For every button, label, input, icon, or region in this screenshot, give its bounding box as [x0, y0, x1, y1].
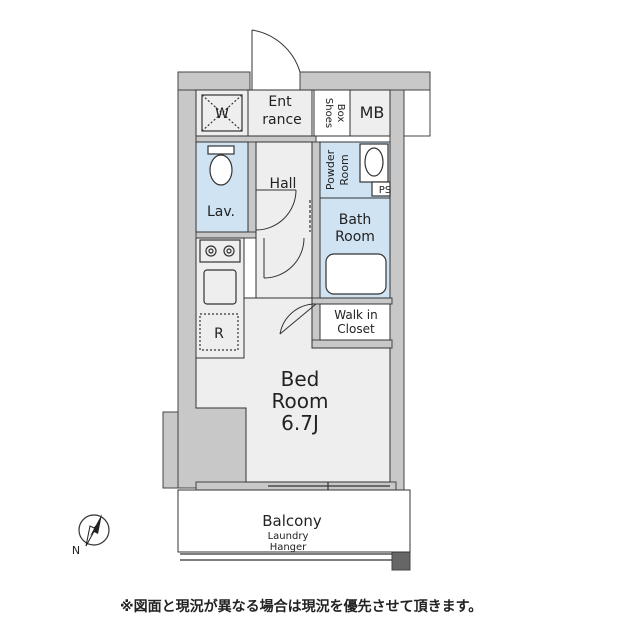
bath-label-2: Room	[335, 229, 375, 245]
mb-label: MB	[360, 103, 385, 122]
laundry-label-1: Laundry	[268, 531, 309, 542]
burner-right	[223, 245, 235, 257]
powder-sink	[364, 147, 384, 177]
compass-icon	[78, 514, 110, 546]
toilet-tank	[207, 145, 235, 155]
powder-label-1: Powder	[324, 149, 337, 190]
walkin-label-2: Closet	[337, 322, 375, 336]
fridge-label: R	[214, 326, 224, 342]
doors	[251, 29, 321, 335]
compass: N	[72, 514, 110, 557]
entrance-label-1: Ent	[268, 94, 292, 110]
disclaimer-note: ※図面と現況が異なる場合は現況を優先させて頂きます。	[120, 599, 483, 615]
room-labels: W Ent rance Shoes Box MB Hall Lav. Powde…	[207, 94, 391, 553]
hall-label: Hall	[270, 176, 297, 192]
walls	[162, 71, 431, 571]
shoes-label-2: Box	[335, 104, 346, 123]
shoes-label-1: Shoes	[323, 98, 334, 128]
washer-label: W	[215, 106, 229, 122]
burner-left	[205, 245, 217, 257]
balcony-label: Balcony	[262, 512, 322, 530]
room-fills	[177, 89, 411, 553]
walkin-label-1: Walk in	[334, 308, 378, 322]
bath-label-1: Bath	[339, 212, 372, 228]
fridge-box	[199, 313, 239, 351]
fixtures	[180, 94, 392, 561]
toilet-bowl	[209, 154, 233, 186]
laundry-label-2: Hanger	[270, 542, 307, 553]
bed-label-2: Room	[272, 389, 329, 413]
entrance-label-2: rance	[262, 112, 302, 128]
ps-label: PS	[379, 185, 391, 196]
powder-label-2: Room	[338, 154, 351, 185]
kitchen-sink	[203, 269, 237, 305]
north-label: N	[72, 544, 80, 557]
bed-label-3: 6.7J	[281, 411, 319, 435]
bed-label-1: Bed	[281, 367, 320, 391]
washer-box	[201, 94, 243, 132]
lav-label: Lav.	[207, 204, 235, 220]
bathtub	[325, 253, 387, 295]
